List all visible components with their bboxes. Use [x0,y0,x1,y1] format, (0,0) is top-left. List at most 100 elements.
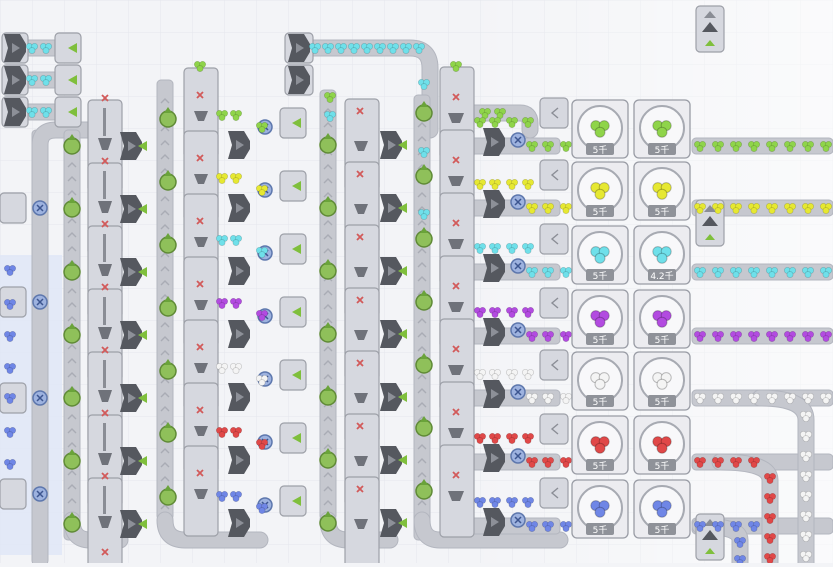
cutter-machine-cyan-1[interactable]: 5千 [571,225,629,285]
splitter-icon[interactable] [32,486,48,502]
painter-icon[interactable] [380,194,402,222]
cutter-machine-purple-2[interactable]: 5千 [633,289,691,349]
painter-icon[interactable] [380,257,402,285]
rotator-icon[interactable] [159,233,177,254]
cutter-machine-yellow-1[interactable]: 5千 [571,161,629,221]
output-row-belt[interactable] [691,137,833,155]
rotator-icon[interactable] [415,479,433,500]
column-exit-4[interactable] [414,512,568,548]
splitter-icon[interactable] [32,200,48,216]
painter-icon[interactable] [380,383,402,411]
rotator-icon[interactable] [159,296,177,317]
cutter-machine-blue-1[interactable]: 5千 [571,479,629,539]
row-input-unit[interactable] [539,477,569,509]
painter-icon[interactable] [120,510,142,538]
cutter-machine-red-2[interactable]: 5千 [633,415,691,475]
side-input-unit[interactable] [0,192,27,224]
splitter-icon[interactable] [510,258,526,274]
painter-icon[interactable] [228,257,250,285]
painter-icon[interactable] [483,128,505,156]
row-input-unit[interactable] [539,287,569,319]
rotator-icon[interactable] [159,170,177,191]
painter-icon[interactable] [120,195,142,223]
painter-icon[interactable] [483,380,505,408]
rotator-icon[interactable] [63,197,81,218]
rotator-icon[interactable] [415,101,433,122]
painter-icon[interactable] [228,131,250,159]
painter-icon[interactable] [120,447,142,475]
painter-icon[interactable] [120,258,142,286]
balancer-icon[interactable] [4,98,26,126]
rotator-icon[interactable] [63,260,81,281]
cutter-machine-purple-1[interactable]: 5千 [571,289,629,349]
rotator-icon[interactable] [319,322,337,343]
splitter-icon[interactable] [510,384,526,400]
rotator-icon[interactable] [319,196,337,217]
rotator-icon[interactable] [159,485,177,506]
row-input-unit[interactable] [539,159,569,191]
splitter-icon[interactable] [510,322,526,338]
cutter-machine-yellow-2[interactable]: 5千 [633,161,691,221]
painter-icon[interactable] [483,318,505,346]
painter-icon[interactable] [483,190,505,218]
rotator-icon[interactable] [415,416,433,437]
output-row-belt[interactable] [691,199,833,217]
cutter-machine-white-1[interactable]: 5千 [571,351,629,411]
painter-icon[interactable] [228,383,250,411]
cutter-machine-cyan-2[interactable]: 4.2千 [633,225,691,285]
rotator-icon[interactable] [319,448,337,469]
cutter-machine-white-2[interactable]: 5千 [633,351,691,411]
painter-icon[interactable] [228,194,250,222]
side-input-unit[interactable] [0,478,27,510]
splitter-icon[interactable] [510,132,526,148]
splitter-icon[interactable] [510,448,526,464]
painter-icon[interactable] [380,320,402,348]
painter-icon[interactable] [120,321,142,349]
cutter-machine-blue-2[interactable]: 5千 [633,479,691,539]
cutter-machine-green-1[interactable]: 5千 [571,99,629,159]
row-input-unit[interactable] [539,223,569,255]
balancer-icon[interactable] [4,66,26,94]
cutter-machine-red-1[interactable]: 5千 [571,415,629,475]
rotator-icon[interactable] [415,353,433,374]
rotator-icon[interactable] [63,512,81,533]
cutter-machine-green-2[interactable]: 5千 [633,99,691,159]
rotator-icon[interactable] [415,290,433,311]
splitter-icon[interactable] [510,512,526,528]
painter-icon[interactable] [380,446,402,474]
splitter-icon[interactable] [32,294,48,310]
output-row-belt[interactable] [691,327,833,345]
row-input-unit[interactable] [539,413,569,445]
painter-icon[interactable] [228,446,250,474]
rotator-icon[interactable] [415,227,433,248]
rotator-icon[interactable] [63,134,81,155]
rotator-icon[interactable] [63,449,81,470]
painter-icon[interactable] [120,384,142,412]
rotator-icon[interactable] [159,107,177,128]
rotator-icon[interactable] [319,385,337,406]
splitter-icon[interactable] [510,194,526,210]
rotator-icon[interactable] [319,259,337,280]
row-input-unit[interactable] [539,97,569,129]
row-input-unit[interactable] [539,349,569,381]
output-row-belt[interactable] [691,263,833,281]
rotator-icon[interactable] [63,386,81,407]
rotator-icon[interactable] [159,422,177,443]
rotator-icon[interactable] [63,323,81,344]
painter-icon[interactable] [380,509,402,537]
painter-icon[interactable] [483,444,505,472]
painter-icon[interactable] [228,320,250,348]
painter-icon[interactable] [483,508,505,536]
painter-icon[interactable] [120,132,142,160]
painter-icon[interactable] [483,254,505,282]
balancer-icon[interactable] [288,34,310,62]
balancer-icon[interactable] [288,66,310,94]
rotator-icon[interactable] [415,164,433,185]
rotator-icon[interactable] [159,359,177,380]
splitter-icon[interactable] [32,390,48,406]
painter-icon[interactable] [228,509,250,537]
painter-icon[interactable] [380,131,402,159]
column-exit-2[interactable] [157,512,268,548]
